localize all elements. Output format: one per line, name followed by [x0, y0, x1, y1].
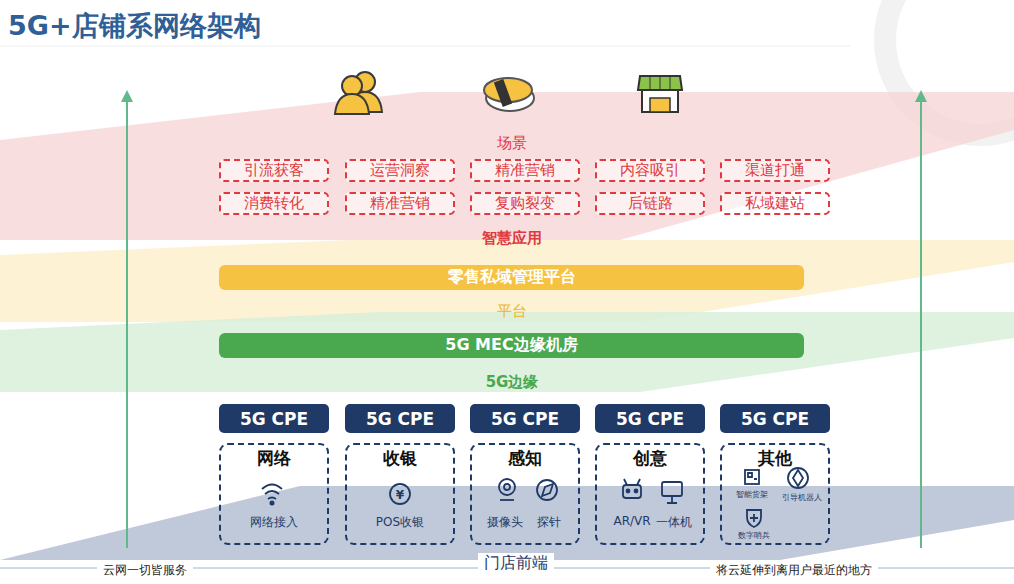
layer-label: 平台	[497, 302, 527, 321]
terminal-group-text: 网络	[257, 447, 291, 470]
scene-box-text: 消费转化	[244, 194, 304, 213]
cpe-box: 5G CPE	[595, 404, 705, 433]
cpe-box-text: 5G CPE	[616, 409, 684, 429]
cpe-box-text: 5G CPE	[240, 409, 308, 429]
edge-layer	[0, 312, 1014, 392]
left-arrow	[126, 100, 128, 548]
cpe-box-text: 5G CPE	[366, 409, 434, 429]
scene-box-text: 内容吸引	[620, 161, 680, 180]
scene-box: 精准营销	[470, 159, 580, 182]
scene-box: 私域建站	[720, 192, 830, 215]
platform-bar-text: 零售私域管理平台	[448, 267, 576, 288]
cpe-box: 5G CPE	[470, 404, 580, 433]
cpe-box: 5G CPE	[720, 404, 830, 433]
scene-box-text: 精准营销	[495, 161, 555, 180]
item-label: 摄像头	[487, 514, 523, 531]
item-label: 一体机	[656, 514, 692, 531]
terminal-group: 创意	[595, 443, 705, 545]
scene-box-text: 复购裂变	[495, 194, 555, 213]
layer-label: 智慧应用	[482, 229, 542, 248]
front-layer	[0, 486, 1014, 560]
scene-box: 复购裂变	[470, 192, 580, 215]
cpe-box-text: 5G CPE	[741, 409, 809, 429]
item-label: 智能货架	[736, 489, 768, 500]
scene-box: 渠道打通	[720, 159, 830, 182]
layer-label: 门店前端	[478, 553, 554, 574]
scene-box-text: 私域建站	[745, 194, 805, 213]
item-label: 网络接入	[250, 514, 298, 531]
front-icons: ¥	[262, 468, 808, 527]
svg-text:¥: ¥	[396, 488, 405, 502]
terminal-group-text: 其他	[758, 447, 792, 470]
page-title: 5G+店铺系网络架构	[8, 8, 261, 44]
platform-bar: 零售私域管理平台	[219, 265, 804, 290]
layer-label: 5G边缘	[486, 373, 539, 392]
platform-layer	[0, 240, 1014, 322]
cpe-box: 5G CPE	[219, 404, 329, 433]
left-arrowhead	[121, 90, 133, 102]
scene-box-text: 精准营销	[370, 194, 430, 213]
item-label: 引导机器人	[782, 492, 822, 503]
shop-icon	[638, 76, 682, 112]
terminal-group-text: 创意	[633, 447, 667, 470]
terminal-group-text: 感知	[508, 447, 542, 470]
item-label: 数字哨兵	[738, 530, 770, 541]
layer-label: 场景	[497, 134, 527, 153]
scene-box: 内容吸引	[595, 159, 705, 182]
scene-box: 消费转化	[219, 192, 329, 215]
scene-box: 运营洞察	[345, 159, 455, 182]
terminal-group-text: 收银	[383, 447, 417, 470]
terminal-group: 网络	[219, 443, 329, 545]
scene-box-text: 后链路	[628, 194, 673, 213]
terminal-group: 感知	[470, 443, 580, 545]
scene-box-text: 引流获客	[244, 161, 304, 180]
mec-bar-text: 5G MEC边缘机房	[445, 335, 577, 356]
scene-box-text: 渠道打通	[745, 161, 805, 180]
scene-layer	[0, 92, 1014, 240]
footer-note: 云网一切皆服务	[97, 562, 193, 579]
scene-box: 后链路	[595, 192, 705, 215]
title-rule	[0, 46, 850, 47]
right-arrowhead	[915, 90, 927, 102]
mec-bar: 5G MEC边缘机房	[219, 333, 804, 358]
scene-box: 引流获客	[219, 159, 329, 182]
terminal-group: 收银	[345, 443, 455, 545]
scene-box-text: 运营洞察	[370, 161, 430, 180]
right-arrow	[920, 100, 922, 548]
item-label: 探针	[537, 514, 561, 531]
item-label: AR/VR	[613, 514, 650, 528]
cpe-box: 5G CPE	[345, 404, 455, 433]
cpe-box-text: 5G CPE	[491, 409, 559, 429]
people-icon	[335, 72, 382, 114]
scene-box: 精准营销	[345, 192, 455, 215]
sushi-icon	[484, 78, 534, 111]
item-label: POS收银	[376, 514, 424, 531]
footer-note: 将云延伸到离用户最近的地方	[710, 562, 878, 579]
